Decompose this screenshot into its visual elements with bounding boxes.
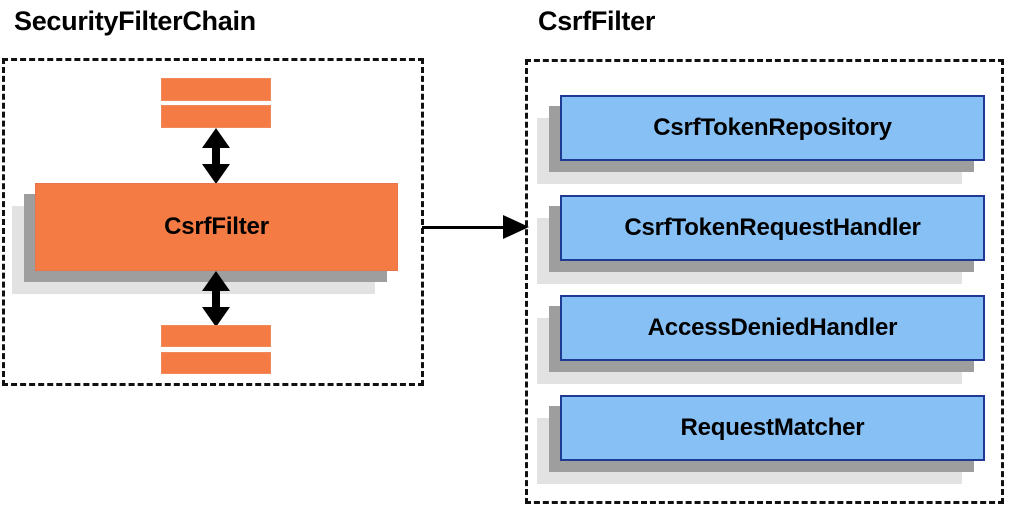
- arrowhead-up: [202, 128, 230, 148]
- arrow-shaft: [212, 146, 220, 168]
- box-label-requestmatcher: RequestMatcher: [680, 414, 865, 441]
- arrowhead-right: [503, 215, 529, 239]
- filter-bar-top-2: [161, 105, 271, 128]
- box-accessdeniedhandler[interactable]: AccessDeniedHandler: [537, 295, 985, 384]
- panel-title-security-filter-chain: SecurityFilterChain: [14, 6, 256, 36]
- box-label-accessdeniedhandler: AccessDeniedHandler: [647, 314, 898, 341]
- arrow-shaft: [422, 225, 510, 229]
- box-face: RequestMatcher: [560, 395, 985, 461]
- box-csrftokenrequesthandler[interactable]: CsrfTokenRequestHandler: [537, 195, 985, 284]
- panel-security-filter-chain: [2, 58, 424, 386]
- box-csrffilter[interactable]: CsrfFilter: [12, 183, 398, 294]
- filter-bar-top-1: [161, 78, 271, 101]
- panel-title-csrf-filter: CsrfFilter: [538, 6, 656, 36]
- arrowhead-down: [202, 164, 230, 184]
- box-face: CsrfTokenRequestHandler: [560, 195, 985, 261]
- box-face: AccessDeniedHandler: [560, 295, 985, 361]
- filter-bar-bottom-1: [161, 325, 271, 347]
- filter-bar-bottom-2: [161, 352, 271, 374]
- arrow-shaft: [212, 289, 220, 311]
- arrowhead-down: [202, 307, 230, 327]
- box-csrftokenrepository[interactable]: CsrfTokenRepository: [537, 95, 985, 184]
- box-requestmatcher[interactable]: RequestMatcher: [537, 395, 985, 484]
- box-label-csrftokenrequesthandler: CsrfTokenRequestHandler: [624, 214, 921, 241]
- arrowhead-up: [202, 271, 230, 291]
- box-face: CsrfTokenRepository: [560, 95, 985, 161]
- box-label-csrftokenrepository: CsrfTokenRepository: [653, 114, 892, 141]
- panel-csrf-filter: [525, 59, 1004, 504]
- box-label-csrffilter: CsrfFilter: [164, 213, 269, 240]
- box-face: CsrfFilter: [35, 183, 398, 271]
